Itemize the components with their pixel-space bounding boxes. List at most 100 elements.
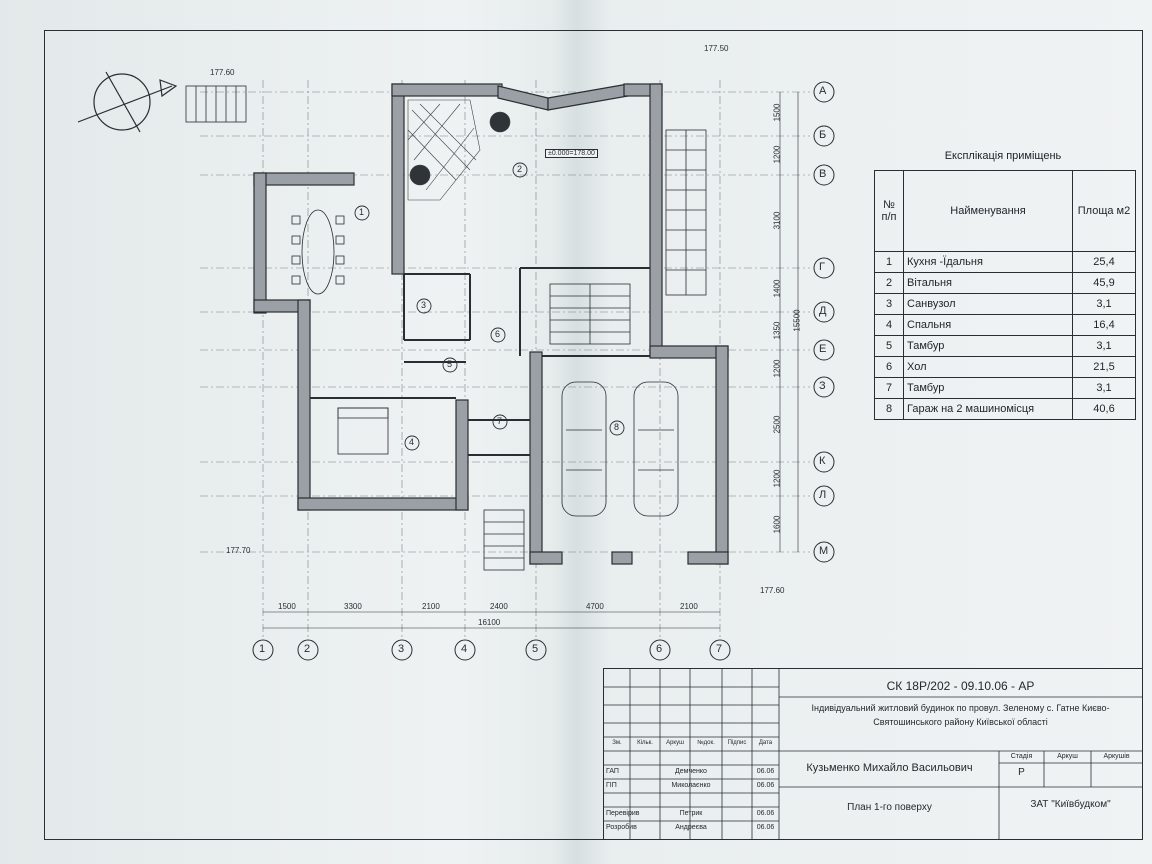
- sheet-title: План 1-го поверху: [847, 802, 932, 813]
- axis-row-label: А: [819, 85, 827, 97]
- axis-row-label: Л: [819, 489, 827, 501]
- project-code: СК 18Р/202 - 09.10.06 - АР: [886, 679, 1035, 693]
- sign-date: 06.06: [756, 768, 775, 775]
- dimension-value: 1500: [278, 602, 296, 611]
- row-area: 21,5: [1072, 356, 1136, 378]
- table-row: 8 Гараж на 2 машиномісця 40,6: [874, 398, 1136, 420]
- room-number: 1: [359, 207, 365, 217]
- header-name: Найменування: [903, 170, 1073, 252]
- rev-header: №док.: [697, 740, 715, 746]
- dimension-value: 2100: [680, 602, 698, 611]
- row-area: 16,4: [1072, 314, 1136, 336]
- dimension-value: 1200: [772, 145, 782, 164]
- row-name: Спальня: [903, 314, 1073, 336]
- dimension-value: 1600: [772, 515, 782, 534]
- sign-date: 06.06: [756, 810, 775, 817]
- room-number: 4: [409, 437, 415, 447]
- row-area: 45,9: [1072, 272, 1136, 294]
- row-area: 3,1: [1072, 293, 1136, 315]
- stage-label: Стадія: [1010, 753, 1033, 760]
- axis-col-label: 5: [532, 643, 539, 655]
- dimension-value: 1200: [772, 469, 782, 488]
- sheets-label: Аркушів: [1103, 753, 1130, 760]
- dimension-value: 1350: [772, 321, 782, 340]
- project-description: Індивідуальний житловий будинок по прову…: [811, 703, 1110, 727]
- sign-name: Демченко: [675, 768, 707, 775]
- title-block: СК 18Р/202 - 09.10.06 - АР Індивідуальни…: [603, 668, 1143, 840]
- room-number: 3: [421, 300, 427, 310]
- row-area: 3,1: [1072, 377, 1136, 399]
- row-area: 40,6: [1072, 398, 1136, 420]
- elevation-mark: 177.70: [226, 546, 251, 555]
- dimension-value: 1400: [772, 279, 782, 298]
- dimension-value: 3300: [344, 602, 362, 611]
- table-row: 4 Спальня 16,4: [874, 314, 1136, 336]
- room-number: 7: [497, 416, 503, 426]
- axis-col-label: 2: [304, 643, 311, 655]
- room-number: 5: [447, 359, 453, 369]
- axis-row-label: Б: [819, 129, 827, 141]
- axis-row-label: Г: [819, 261, 825, 273]
- dimension-value: 2500: [772, 415, 782, 434]
- north-arrow-icon: [77, 71, 178, 133]
- elevation-mark: 177.60: [210, 68, 235, 77]
- sign-name: Петрик: [679, 810, 703, 817]
- dimension-value: 1200: [772, 359, 782, 378]
- drawing-frame: [44, 30, 1143, 840]
- axis-col-label: 3: [398, 643, 405, 655]
- floor-level-mark: ±0.000=178.00: [545, 149, 598, 158]
- row-num: 4: [874, 314, 904, 336]
- explication-title: Експлікація приміщень: [944, 150, 1062, 162]
- axis-row-label: В: [819, 168, 827, 180]
- axis-col-label: 1: [259, 643, 266, 655]
- room-number: 6: [495, 329, 501, 339]
- sign-name: Миколаєнко: [671, 782, 711, 789]
- axis-row-label: З: [819, 380, 826, 392]
- row-num: 7: [874, 377, 904, 399]
- dimension-total: 15500: [792, 309, 802, 332]
- dining-table-icon: [301, 209, 335, 295]
- stage-value: Р: [1018, 767, 1025, 778]
- header-num: № п/п: [874, 170, 904, 252]
- row-name: Вітальня: [903, 272, 1073, 294]
- row-name: Тамбур: [903, 377, 1073, 399]
- title-block-grid: [604, 669, 1142, 839]
- sign-name: Андреєва: [675, 824, 707, 831]
- car-icon: [561, 381, 607, 517]
- axis-row-label: Е: [819, 343, 827, 355]
- axis-col-label: 4: [461, 643, 468, 655]
- explication-table: № п/п Найменування Площа м2 1 Кухня -Їда…: [874, 170, 1136, 420]
- sign-role: ГІП: [606, 782, 617, 789]
- row-name: Хол: [903, 356, 1073, 378]
- sheet-label: Аркуш: [1057, 753, 1078, 760]
- elevation-mark: 177.50: [704, 44, 729, 53]
- sign-date: 06.06: [756, 782, 775, 789]
- dimension-value: 1500: [772, 103, 782, 122]
- rev-header: Підпис: [727, 740, 747, 746]
- dimension-value: 2100: [422, 602, 440, 611]
- car-icon: [633, 381, 679, 517]
- table-row: 7 Тамбур 3,1: [874, 377, 1136, 399]
- elevation-mark: 177.60: [760, 586, 785, 595]
- sign-date: 06.06: [756, 824, 775, 831]
- rev-header: Зм.: [612, 740, 622, 746]
- dimension-value: 3100: [772, 211, 782, 230]
- row-name: Гараж на 2 машиномісця: [903, 398, 1073, 420]
- row-num: 1: [874, 251, 904, 273]
- rev-header: Дата: [758, 740, 773, 746]
- table-row: 1 Кухня -Їдальня 25,4: [874, 251, 1136, 273]
- axis-row-label: К: [819, 455, 826, 467]
- axis-row-label: М: [819, 545, 829, 557]
- row-num: 8: [874, 398, 904, 420]
- row-num: 2: [874, 272, 904, 294]
- room-number: 8: [614, 422, 620, 432]
- rev-header: Аркуш: [666, 740, 684, 746]
- sign-role: Розробив: [606, 824, 637, 831]
- dimension-value: 2400: [490, 602, 508, 611]
- axis-col-label: 7: [716, 643, 723, 655]
- sign-role: Перевірив: [606, 810, 640, 817]
- room-number: 2: [517, 164, 523, 174]
- row-area: 3,1: [1072, 335, 1136, 357]
